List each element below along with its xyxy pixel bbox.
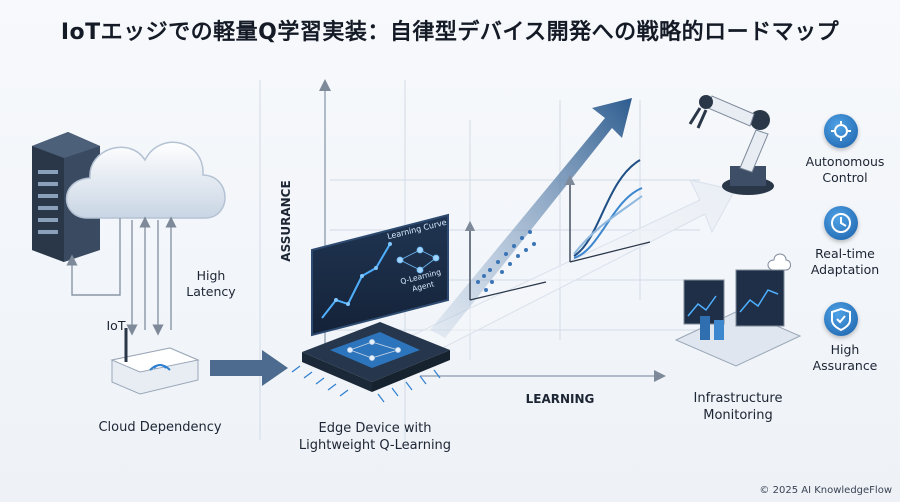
- page-title: IoTエッジでの軽量Q学習実装：自律型デバイス開発への戦略的ロードマップ: [60, 20, 840, 45]
- high-assurance-label: High Assurance: [790, 342, 900, 374]
- infrastructure-label-line1: Infrastructure: [693, 391, 783, 406]
- infrastructure-monitoring-icon: [674, 253, 802, 367]
- scatter-plot-icon: [464, 220, 547, 301]
- flow-arrow: [210, 350, 288, 386]
- edge-chip: [291, 322, 450, 403]
- cloud-dependency-label: Cloud Dependency: [98, 420, 222, 435]
- real-time-adaptation-label: Real-time Adaptation: [790, 246, 900, 278]
- iot-label: IoT: [106, 318, 126, 333]
- line-chart-icon: [564, 159, 651, 263]
- growth-arrow-blue: [430, 98, 632, 338]
- copyright-footer: © 2025 AI KnowledgeFlow: [759, 485, 892, 496]
- latency-lines: [66, 216, 177, 336]
- badge-line1: Real-time: [815, 246, 875, 261]
- learning-curve-screen: [311, 213, 449, 337]
- badge-line1: Autonomous: [805, 154, 885, 169]
- badge-line2: Control: [822, 170, 868, 185]
- badge-line1: High: [830, 342, 860, 357]
- edge-device-label: Edge Device with Lightweight Q-Learning: [290, 420, 460, 454]
- autonomous-control-label: Autonomous Control: [790, 154, 900, 186]
- high-latency-label: High Latency: [186, 268, 236, 299]
- router-icon: [110, 328, 200, 395]
- badge-line2: Adaptation: [810, 262, 880, 277]
- learning-axis-label: LEARNING: [525, 392, 595, 406]
- cloud-icon: [65, 141, 226, 219]
- infrastructure-monitoring-label: Infrastructure Monitoring: [678, 390, 798, 424]
- infrastructure-label-line2: Monitoring: [703, 408, 773, 423]
- assurance-axis-label: ASSURANCE: [279, 180, 293, 262]
- shield-check-icon: [824, 302, 858, 336]
- robot-arm-icon: [688, 95, 774, 195]
- edge-device-label-line2: Lightweight Q-Learning: [298, 438, 452, 453]
- server-icon: [32, 132, 100, 262]
- gear-icon: [824, 114, 858, 148]
- clock-icon: [824, 206, 858, 240]
- badge-line2: Assurance: [812, 358, 878, 373]
- edge-device-label-line1: Edge Device with: [318, 421, 432, 436]
